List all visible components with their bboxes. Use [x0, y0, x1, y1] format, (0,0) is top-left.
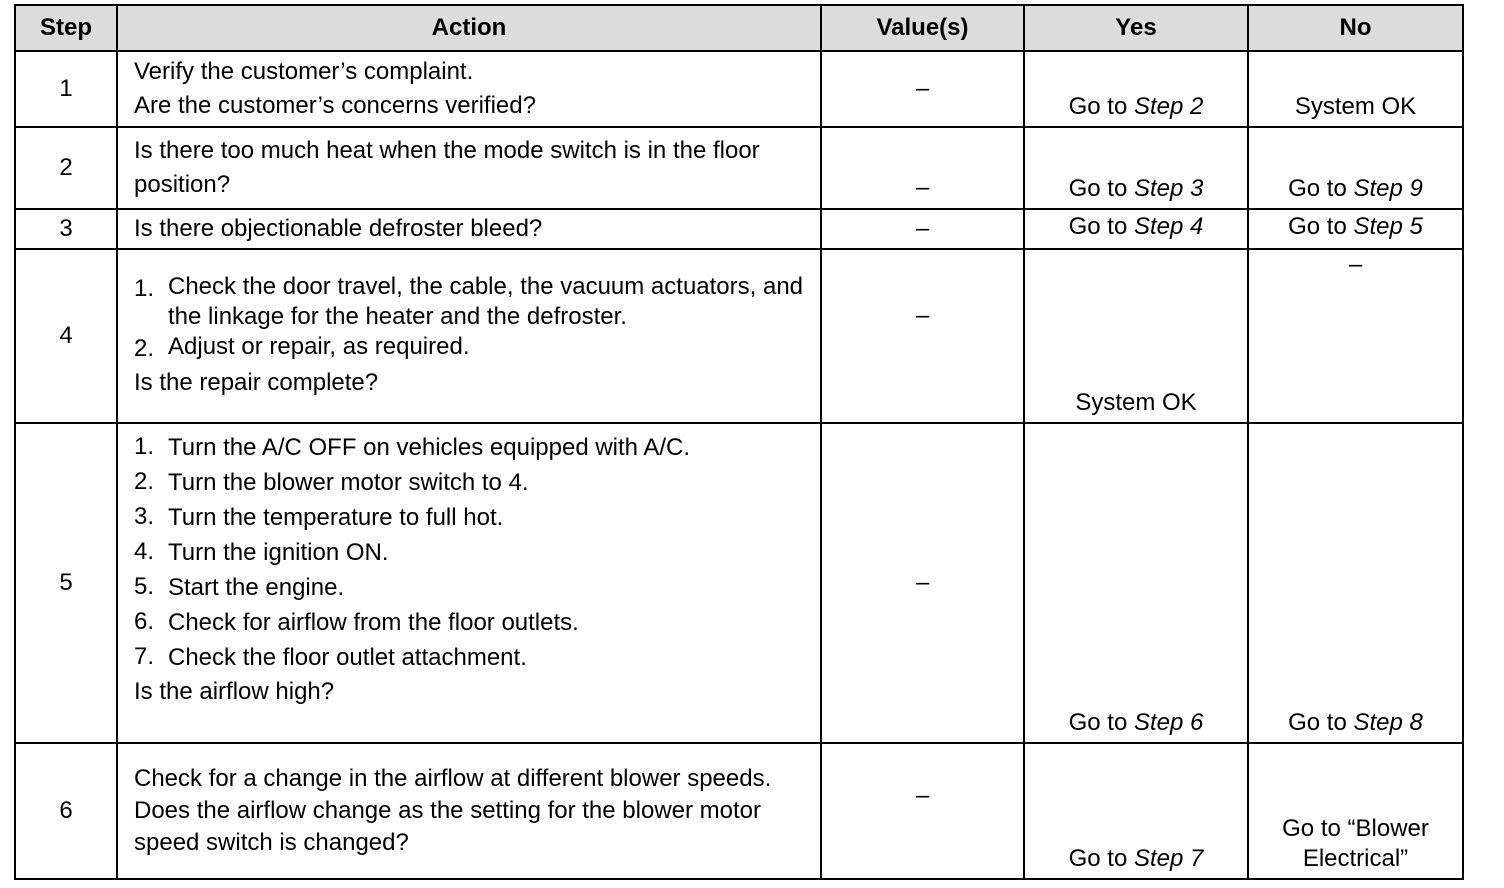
step-number: 1	[14, 50, 118, 128]
no-cell: Go to Step 8	[1247, 422, 1464, 744]
action-question: Is the repair complete?	[134, 369, 379, 396]
no-prefix: Go to	[1288, 175, 1354, 202]
no-prefix: System OK	[1294, 93, 1417, 120]
action-cell: Is there too much heat when the mode swi…	[116, 126, 822, 210]
value-cell: –	[820, 126, 1025, 210]
header-values: Value(s)	[820, 4, 1025, 52]
item-text: Turn the ignition ON.	[168, 539, 389, 566]
item-text: Turn the temperature to full hot.	[168, 504, 504, 531]
diagnostic-table: Step Action Value(s) Yes No 1 Verify the…	[14, 4, 1464, 880]
step-number: 6	[14, 742, 118, 880]
table-row: 1 Verify the customer’s complaint. Are t…	[14, 50, 1464, 128]
step-number: 5	[14, 422, 118, 744]
item-text: Turn the A/C OFF on vehicles equipped wi…	[168, 434, 691, 461]
table-row: 3 Is there objectionable defroster bleed…	[14, 208, 1464, 250]
yes-prefix: Go to	[1068, 213, 1134, 240]
action-cell: 1. Check the door travel, the cable, the …	[116, 248, 822, 424]
item-number: 6.	[134, 608, 155, 635]
numbered-item: 6. Check for airflow from the floor outle…	[134, 605, 806, 640]
yes-prefix: Go to	[1068, 175, 1134, 202]
no-cell: –	[1247, 248, 1464, 424]
item-number: 2.	[134, 335, 155, 362]
header-action: Action	[116, 4, 822, 52]
item-number: 1.	[134, 275, 155, 302]
yes-step-link: Step 3	[1133, 175, 1204, 202]
item-number: 5.	[134, 573, 155, 600]
action-cell: Check for a change in the airflow at dif…	[116, 742, 822, 880]
step-number: 2	[14, 126, 118, 210]
item-number: 7.	[134, 643, 155, 670]
yes-step-link: Step 2	[1133, 93, 1204, 120]
item-text: Check for airflow from the floor outlets…	[168, 609, 579, 636]
yes-cell: Go to Step 4	[1023, 208, 1249, 250]
no-step-link: Step 9	[1353, 175, 1423, 202]
yes-step-link: Step 4	[1133, 213, 1204, 240]
item-number: 1.	[134, 433, 155, 460]
numbered-item: 2. Adjust or repair, as required.	[134, 332, 806, 366]
no-step-link: Step 5	[1353, 213, 1423, 240]
no-cell: Go to Step 5	[1247, 208, 1464, 250]
item-text: Adjust or repair, as required.	[168, 333, 470, 360]
action-cell: Verify the customer’s complaint. Are the…	[116, 50, 822, 128]
value-cell: –	[820, 50, 1025, 128]
value-cell: –	[820, 208, 1025, 250]
item-text: Check the door travel, the cable, the va…	[168, 273, 804, 330]
yes-cell: Go to Step 2	[1023, 50, 1249, 128]
table-row: 2 Is there too much heat when the mode s…	[14, 126, 1464, 210]
value-cell: –	[820, 422, 1025, 744]
action-question: Are the customer’s concerns verified?	[134, 92, 536, 119]
item-text: Check the floor outlet attachment.	[168, 644, 527, 671]
action-question: Is there objectionable defroster bleed?	[134, 215, 543, 242]
numbered-item: 5. Start the engine.	[134, 570, 806, 605]
step-number: 4	[14, 248, 118, 424]
diagnostic-table-container: Step Action Value(s) Yes No 1 Verify the…	[14, 4, 1464, 880]
yes-cell: System OK	[1023, 248, 1249, 424]
table-row: 4 1. Check the door travel, the cable, th…	[14, 248, 1464, 424]
table-row: 5 1. Turn the A/C OFF on vehicles equippe…	[14, 422, 1464, 744]
yes-prefix: System OK	[1075, 389, 1197, 416]
no-prefix: Go to	[1288, 709, 1354, 736]
no-prefix: –	[1348, 251, 1363, 278]
item-number: 4.	[134, 538, 155, 565]
numbered-item: 2. Turn the blower motor switch to 4.	[134, 465, 806, 500]
header-no: No	[1247, 4, 1464, 52]
action-question: Is there too much heat when the mode swi…	[134, 137, 760, 198]
yes-cell: Go to Step 6	[1023, 422, 1249, 744]
yes-cell: Go to Step 7	[1023, 742, 1249, 880]
yes-prefix: Go to	[1068, 93, 1134, 120]
action-cell: 1. Turn the A/C OFF on vehicles equipped …	[116, 422, 822, 744]
item-text: Start the engine.	[168, 574, 345, 601]
no-cell: Go to Step 9	[1247, 126, 1464, 210]
no-prefix: Go to “Blower Electrical”	[1282, 815, 1429, 872]
numbered-item: 7. Check the floor outlet attachment.	[134, 640, 806, 675]
numbered-item: 1. Check the door travel, the cable, the …	[134, 272, 806, 332]
item-number: 2.	[134, 468, 155, 495]
yes-step-link: Step 6	[1133, 709, 1204, 736]
item-number: 3.	[134, 503, 155, 530]
step-number: 3	[14, 208, 118, 250]
action-question: Does the airflow change as the setting f…	[134, 797, 761, 856]
no-cell: System OK	[1247, 50, 1464, 128]
no-prefix: Go to	[1288, 213, 1354, 240]
header-yes: Yes	[1023, 4, 1249, 52]
numbered-item: 1. Turn the A/C OFF on vehicles equipped …	[134, 430, 806, 465]
yes-prefix: Go to	[1068, 709, 1134, 736]
header-step: Step	[14, 4, 118, 52]
no-cell: Go to “Blower Electrical”	[1247, 742, 1464, 880]
yes-cell: Go to Step 3	[1023, 126, 1249, 210]
value-cell: –	[820, 248, 1025, 424]
action-line: Check for a change in the airflow at dif…	[134, 765, 772, 792]
numbered-item: 4. Turn the ignition ON.	[134, 535, 806, 570]
numbered-item: 3. Turn the temperature to full hot.	[134, 500, 806, 535]
no-step-link: Step 8	[1353, 709, 1423, 736]
value-cell: –	[820, 742, 1025, 880]
yes-prefix: Go to	[1068, 845, 1134, 872]
yes-step-link: Step 7	[1133, 845, 1204, 872]
header-row: Step Action Value(s) Yes No	[14, 4, 1464, 52]
action-cell: Is there objectionable defroster bleed?	[116, 208, 822, 250]
action-line: Verify the customer’s complaint.	[134, 58, 474, 85]
item-text: Turn the blower motor switch to 4.	[168, 469, 529, 496]
table-row: 6 Check for a change in the airflow at d…	[14, 742, 1464, 880]
action-question: Is the airflow high?	[134, 678, 335, 705]
